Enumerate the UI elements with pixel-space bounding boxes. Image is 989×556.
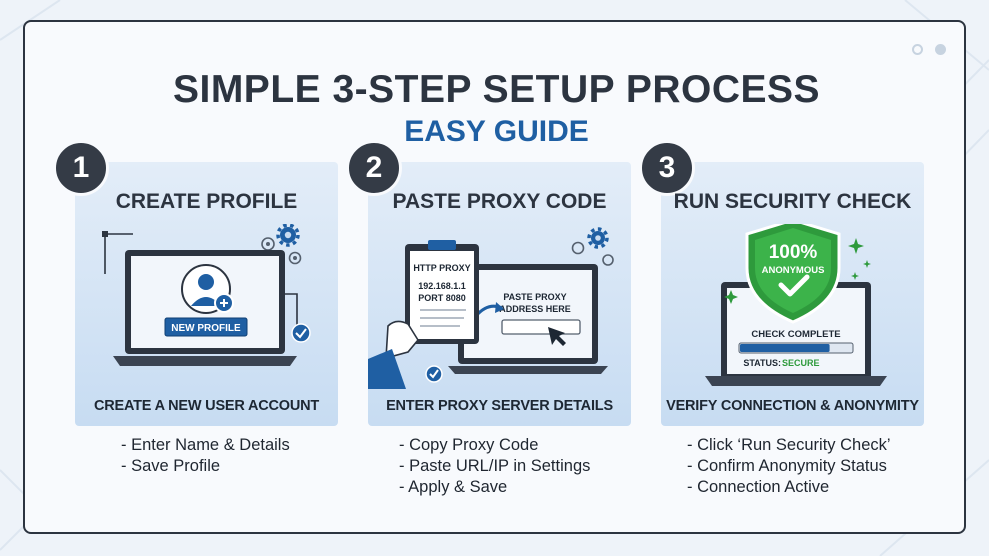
page-subtitle: EASY GUIDE (404, 115, 589, 148)
list-item: - Enter Name & Details (121, 436, 290, 454)
step-caption: VERIFY CONNECTION & ANONYMITY (666, 398, 919, 414)
step-number-badge: 2 (346, 140, 402, 196)
gear-icon (288, 251, 302, 265)
circle-filled-icon (935, 44, 946, 55)
list-item: - Apply & Save (399, 478, 508, 496)
step-title: PASTE PROXY CODE (392, 190, 607, 213)
step-card-2: 2 PASTE PROXY CODE PASTE PROXY ADDRESS H… (346, 140, 631, 426)
gear-icon (276, 224, 300, 247)
svg-text:CHECK COMPLETE: CHECK COMPLETE (751, 329, 840, 340)
hand-icon (368, 320, 419, 389)
step-caption: CREATE A NEW USER ACCOUNT (93, 398, 320, 414)
cursor-icon (548, 327, 566, 346)
check-circle-icon (425, 365, 443, 383)
svg-text:PASTE PROXY: PASTE PROXY (503, 292, 566, 302)
svg-text:100%: 100% (769, 242, 818, 263)
gear-icon (261, 237, 275, 251)
step-title: RUN SECURITY CHECK (673, 190, 912, 213)
svg-text:SECURE: SECURE (782, 358, 820, 368)
svg-text:192.168.1.1: 192.168.1.1 (418, 281, 466, 291)
svg-text:STATUS:: STATUS: (743, 358, 781, 368)
proxy-paste-illustration: PASTE PROXY ADDRESS HERE HTTP PROXY 192.… (368, 227, 614, 389)
svg-text:ADDRESS HERE: ADDRESS HERE (499, 304, 571, 314)
check-circle-icon (291, 323, 311, 343)
gear-icon (571, 241, 585, 255)
progress-bar-fill (740, 344, 830, 352)
step-2-bullets: - Copy Proxy Code - Paste URL/IP in Sett… (399, 435, 590, 498)
decorative-dots (912, 44, 946, 55)
step-caption: ENTER PROXY SERVER DETAILS (386, 398, 613, 414)
shield-check-icon: 100% ANONYMOUS (745, 224, 841, 324)
list-item: - Save Profile (121, 457, 221, 475)
laptop-profile-illustration: NEW PROFILE (102, 224, 311, 366)
step-3-bullets: - Click ‘Run Security Check’ - Confirm A… (687, 435, 891, 498)
list-item: - Connection Active (687, 478, 830, 496)
circle-icon (912, 44, 923, 55)
step-1-bullets: - Enter Name & Details - Save Profile (121, 435, 290, 477)
infographic-frame: SIMPLE 3-STEP SETUP PROCESS EASY GUIDE 1… (23, 20, 966, 534)
step-card-3: 3 RUN SECURITY CHECK CHECK COMPLETE STAT… (639, 140, 924, 426)
list-item: - Paste URL/IP in Settings (399, 457, 591, 475)
user-avatar-icon (181, 264, 234, 314)
proxy-address-input (501, 319, 581, 335)
step-number-badge: 3 (639, 140, 695, 196)
list-item: - Click ‘Run Security Check’ (687, 436, 891, 454)
step-number-badge: 1 (53, 140, 109, 196)
step-card-1: 1 CREATE PROFILE (53, 140, 338, 426)
security-check-illustration: CHECK COMPLETE STATUS: SECURE 100% ANONY… (705, 224, 887, 386)
svg-text:HTTP PROXY: HTTP PROXY (413, 263, 470, 273)
gear-icon (602, 254, 614, 266)
page-title: SIMPLE 3-STEP SETUP PROCESS (172, 68, 821, 111)
step-title: CREATE PROFILE (115, 190, 298, 213)
list-item: - Confirm Anonymity Status (687, 457, 887, 475)
new-profile-button (164, 317, 248, 337)
gear-icon (587, 227, 609, 249)
svg-text:NEW PROFILE: NEW PROFILE (171, 323, 241, 334)
svg-text:ANONYMOUS: ANONYMOUS (762, 265, 825, 276)
sparkle-icon (724, 238, 871, 304)
list-item: - Copy Proxy Code (399, 436, 539, 454)
clipboard-icon: HTTP PROXY 192.168.1.1 PORT 8080 (405, 240, 479, 344)
svg-text:PORT 8080: PORT 8080 (418, 293, 466, 303)
